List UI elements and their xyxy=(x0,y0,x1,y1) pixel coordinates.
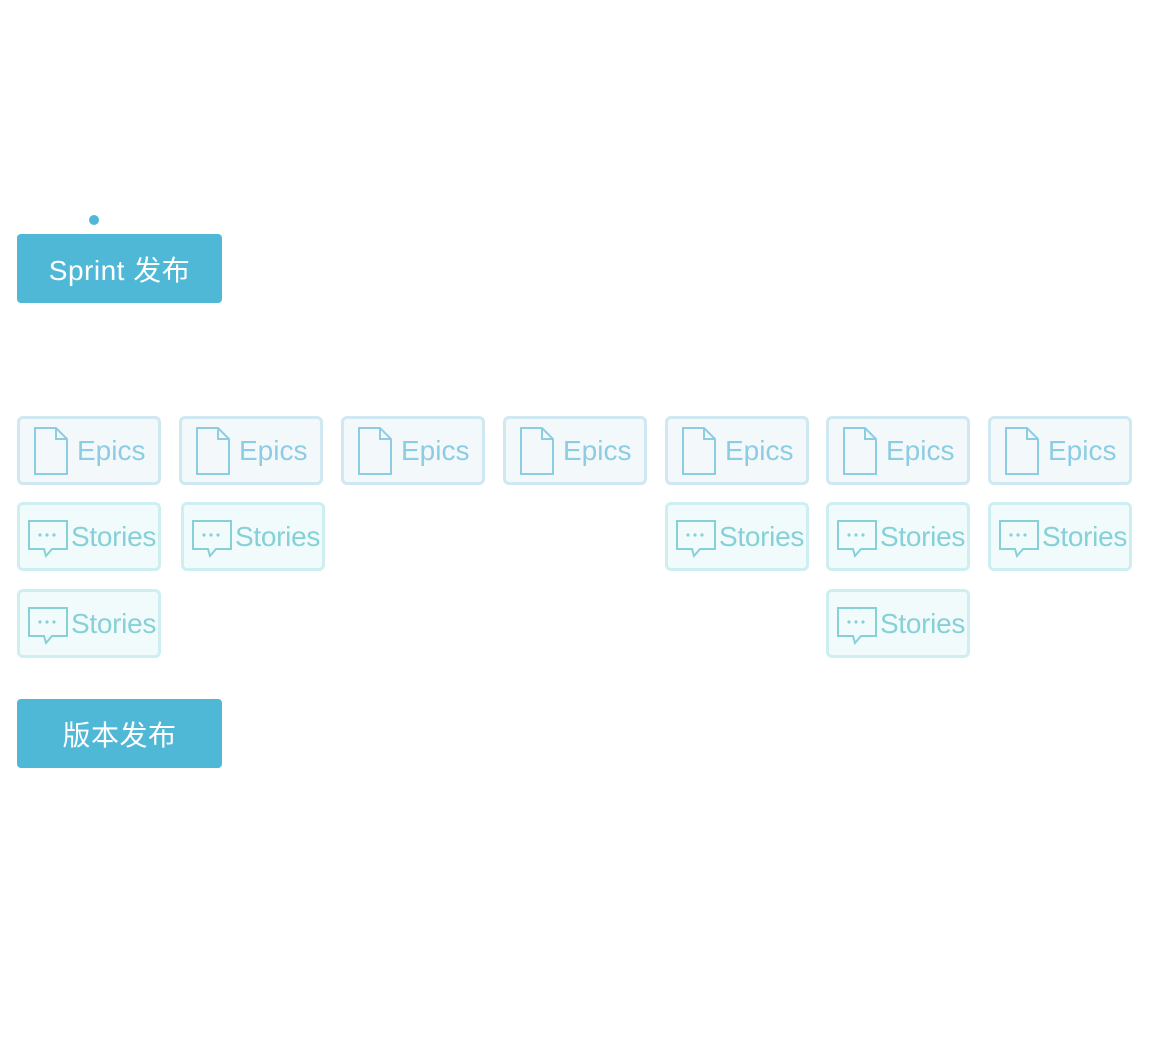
story-label: Stories xyxy=(880,608,966,639)
epic-card[interactable]: Epics xyxy=(826,416,970,485)
epic-label: Epics xyxy=(563,435,632,466)
chat-bubble-icon xyxy=(26,518,70,567)
story-label: Stories xyxy=(235,521,321,552)
sprint-release-button[interactable]: Sprint 发布 xyxy=(17,234,222,303)
epic-card[interactable]: Epics xyxy=(665,416,809,485)
epic-card[interactable]: Epics xyxy=(17,416,161,485)
chat-bubble-icon xyxy=(26,605,70,654)
story-label: Stories xyxy=(719,521,805,552)
document-icon xyxy=(680,425,718,482)
story-label: Stories xyxy=(1042,521,1128,552)
story-label: Stories xyxy=(880,521,966,552)
epic-card[interactable]: Epics xyxy=(503,416,647,485)
epic-label: Epics xyxy=(725,435,794,466)
document-icon xyxy=(356,425,394,482)
document-icon xyxy=(841,425,879,482)
story-card[interactable]: Stories xyxy=(17,502,161,571)
version-release-button[interactable]: 版本发布 xyxy=(17,699,222,768)
chat-bubble-icon xyxy=(835,605,879,654)
story-card[interactable]: Stories xyxy=(665,502,809,571)
story-label: Stories xyxy=(71,521,157,552)
story-card[interactable]: Stories xyxy=(17,589,161,658)
story-card[interactable]: Stories xyxy=(826,589,970,658)
epic-label: Epics xyxy=(401,435,470,466)
epic-card[interactable]: Epics xyxy=(179,416,323,485)
story-card[interactable]: Stories xyxy=(826,502,970,571)
epic-card[interactable]: Epics xyxy=(988,416,1132,485)
story-card[interactable]: Stories xyxy=(988,502,1132,571)
timeline-dot xyxy=(89,215,99,225)
epic-label: Epics xyxy=(239,435,308,466)
epic-card[interactable]: Epics xyxy=(341,416,485,485)
document-icon xyxy=(32,425,70,482)
chat-bubble-icon xyxy=(997,518,1041,567)
epic-label: Epics xyxy=(77,435,146,466)
document-icon xyxy=(1003,425,1041,482)
epic-label: Epics xyxy=(1048,435,1117,466)
epic-label: Epics xyxy=(886,435,955,466)
story-label: Stories xyxy=(71,608,157,639)
document-icon xyxy=(194,425,232,482)
chat-bubble-icon xyxy=(835,518,879,567)
story-card[interactable]: Stories xyxy=(181,502,325,571)
chat-bubble-icon xyxy=(190,518,234,567)
document-icon xyxy=(518,425,556,482)
chat-bubble-icon xyxy=(674,518,718,567)
